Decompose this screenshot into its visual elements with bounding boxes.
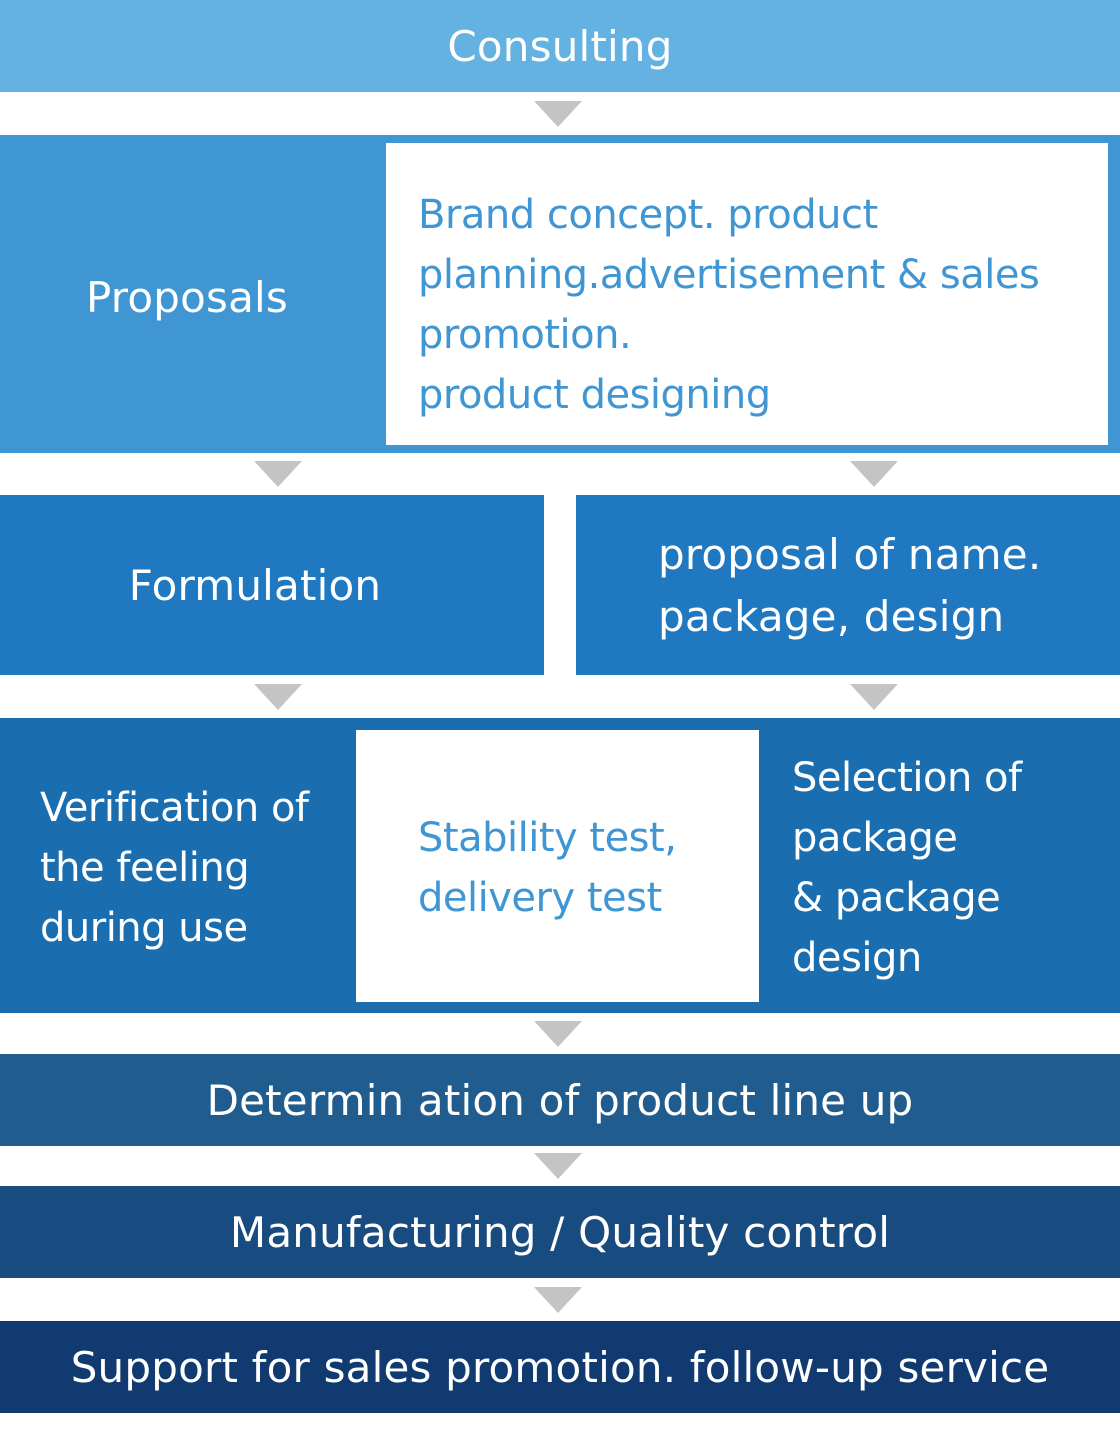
package-selection-line: Selection of	[792, 755, 1022, 801]
proposals-detail-box: Brand concept. product planning.advertis…	[386, 143, 1108, 445]
arrow-down-icon	[254, 684, 302, 710]
proposals-detail-line: planning.advertisement & sales	[418, 252, 1040, 298]
verification-step: Verification of the feeling during use S…	[0, 718, 1120, 1013]
naming-step: proposal of name. package, design	[576, 495, 1120, 675]
proposals-label: Proposals	[86, 273, 288, 322]
package-selection-line: package	[792, 815, 958, 861]
formulation-label: Formulation	[128, 560, 382, 610]
verification-line: Verification of	[40, 785, 309, 831]
verification-line: the feeling	[40, 845, 250, 891]
testing-box: Stability test, delivery test	[356, 730, 759, 1002]
arrow-down-icon	[850, 684, 898, 710]
manufacturing-step: Manufacturing / Quality control	[0, 1186, 1120, 1278]
consulting-label: Consulting	[447, 21, 673, 71]
arrow-down-icon	[534, 1153, 582, 1179]
testing-line: delivery test	[418, 875, 662, 921]
arrow-down-icon	[534, 1287, 582, 1313]
manufacturing-label: Manufacturing / Quality control	[229, 1207, 891, 1257]
package-selection-line: design	[792, 935, 922, 981]
proposals-detail-line: product designing	[418, 372, 771, 418]
arrow-down-icon	[850, 461, 898, 487]
arrow-down-icon	[534, 101, 582, 127]
determination-step: Determin ation of product line up	[0, 1054, 1120, 1146]
naming-line: package, design	[658, 592, 1005, 641]
proposals-detail-line: Brand concept. product	[418, 192, 878, 238]
consulting-step: Consulting	[0, 0, 1120, 92]
formulation-step: Formulation	[0, 495, 544, 675]
verification-line: during use	[40, 905, 248, 951]
arrow-down-icon	[534, 1021, 582, 1047]
support-step: Support for sales promotion. follow-up s…	[0, 1321, 1120, 1413]
support-label: Support for sales promotion. follow-up s…	[70, 1342, 1050, 1392]
proposals-detail-line: promotion.	[418, 312, 632, 358]
determination-label: Determin ation of product line up	[206, 1075, 914, 1125]
naming-line: proposal of name.	[658, 530, 1042, 579]
arrow-down-icon	[254, 461, 302, 487]
package-selection-line: & package	[792, 875, 1001, 921]
proposals-step: Proposals Brand concept. product plannin…	[0, 135, 1120, 453]
testing-line: Stability test,	[418, 815, 677, 861]
